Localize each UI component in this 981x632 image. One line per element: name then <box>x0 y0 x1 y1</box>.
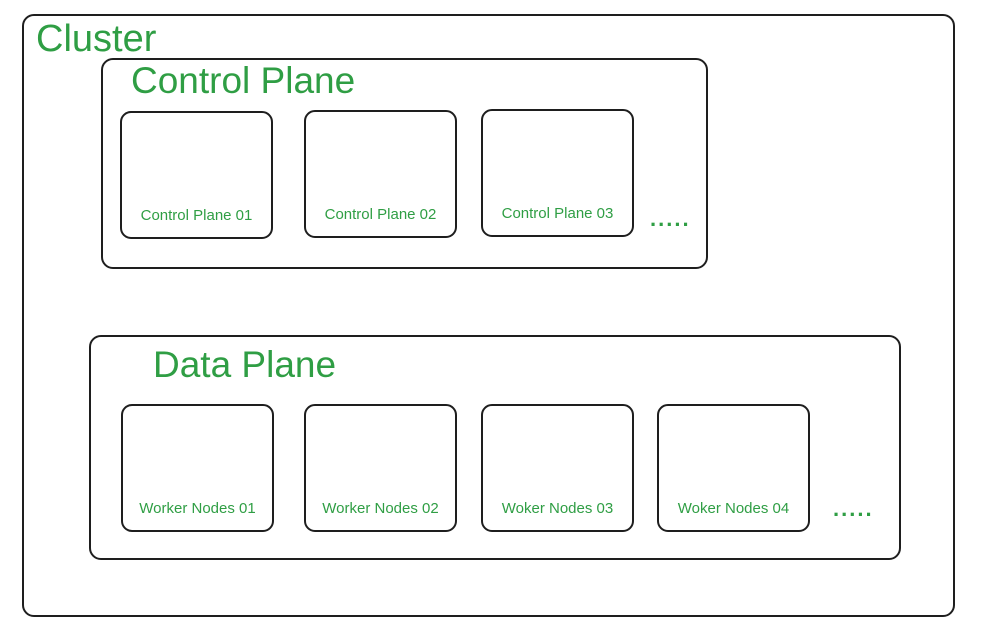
data-plane-group <box>89 335 901 560</box>
control-plane-node-01: Control Plane 01 <box>120 111 273 239</box>
cluster-box <box>22 14 955 617</box>
worker-node-03: Woker Nodes 03 <box>481 404 634 532</box>
control-plane-group <box>101 58 708 269</box>
node-label: Control Plane 02 <box>324 206 437 223</box>
control-plane-node-03: Control Plane 03 <box>481 109 634 237</box>
worker-node-02: Worker Nodes 02 <box>304 404 457 532</box>
control-plane-title: Control Plane <box>131 60 356 101</box>
node-label: Control Plane 01 <box>140 207 253 224</box>
node-label: Worker Nodes 01 <box>139 500 256 517</box>
node-label: Woker Nodes 04 <box>677 500 790 517</box>
node-label: Woker Nodes 03 <box>501 500 614 517</box>
control-plane-node-02: Control Plane 02 <box>304 110 457 238</box>
worker-node-01: Worker Nodes 01 <box>121 404 274 532</box>
data-plane-title: Data Plane <box>153 344 337 385</box>
node-label: Worker Nodes 02 <box>322 500 439 517</box>
data-plane-more-ellipsis: ..... <box>833 496 874 521</box>
control-plane-more-ellipsis: ..... <box>650 206 691 231</box>
node-label: Control Plane 03 <box>501 205 614 222</box>
worker-node-04: Woker Nodes 04 <box>657 404 810 532</box>
cluster-title: Cluster <box>36 18 157 60</box>
